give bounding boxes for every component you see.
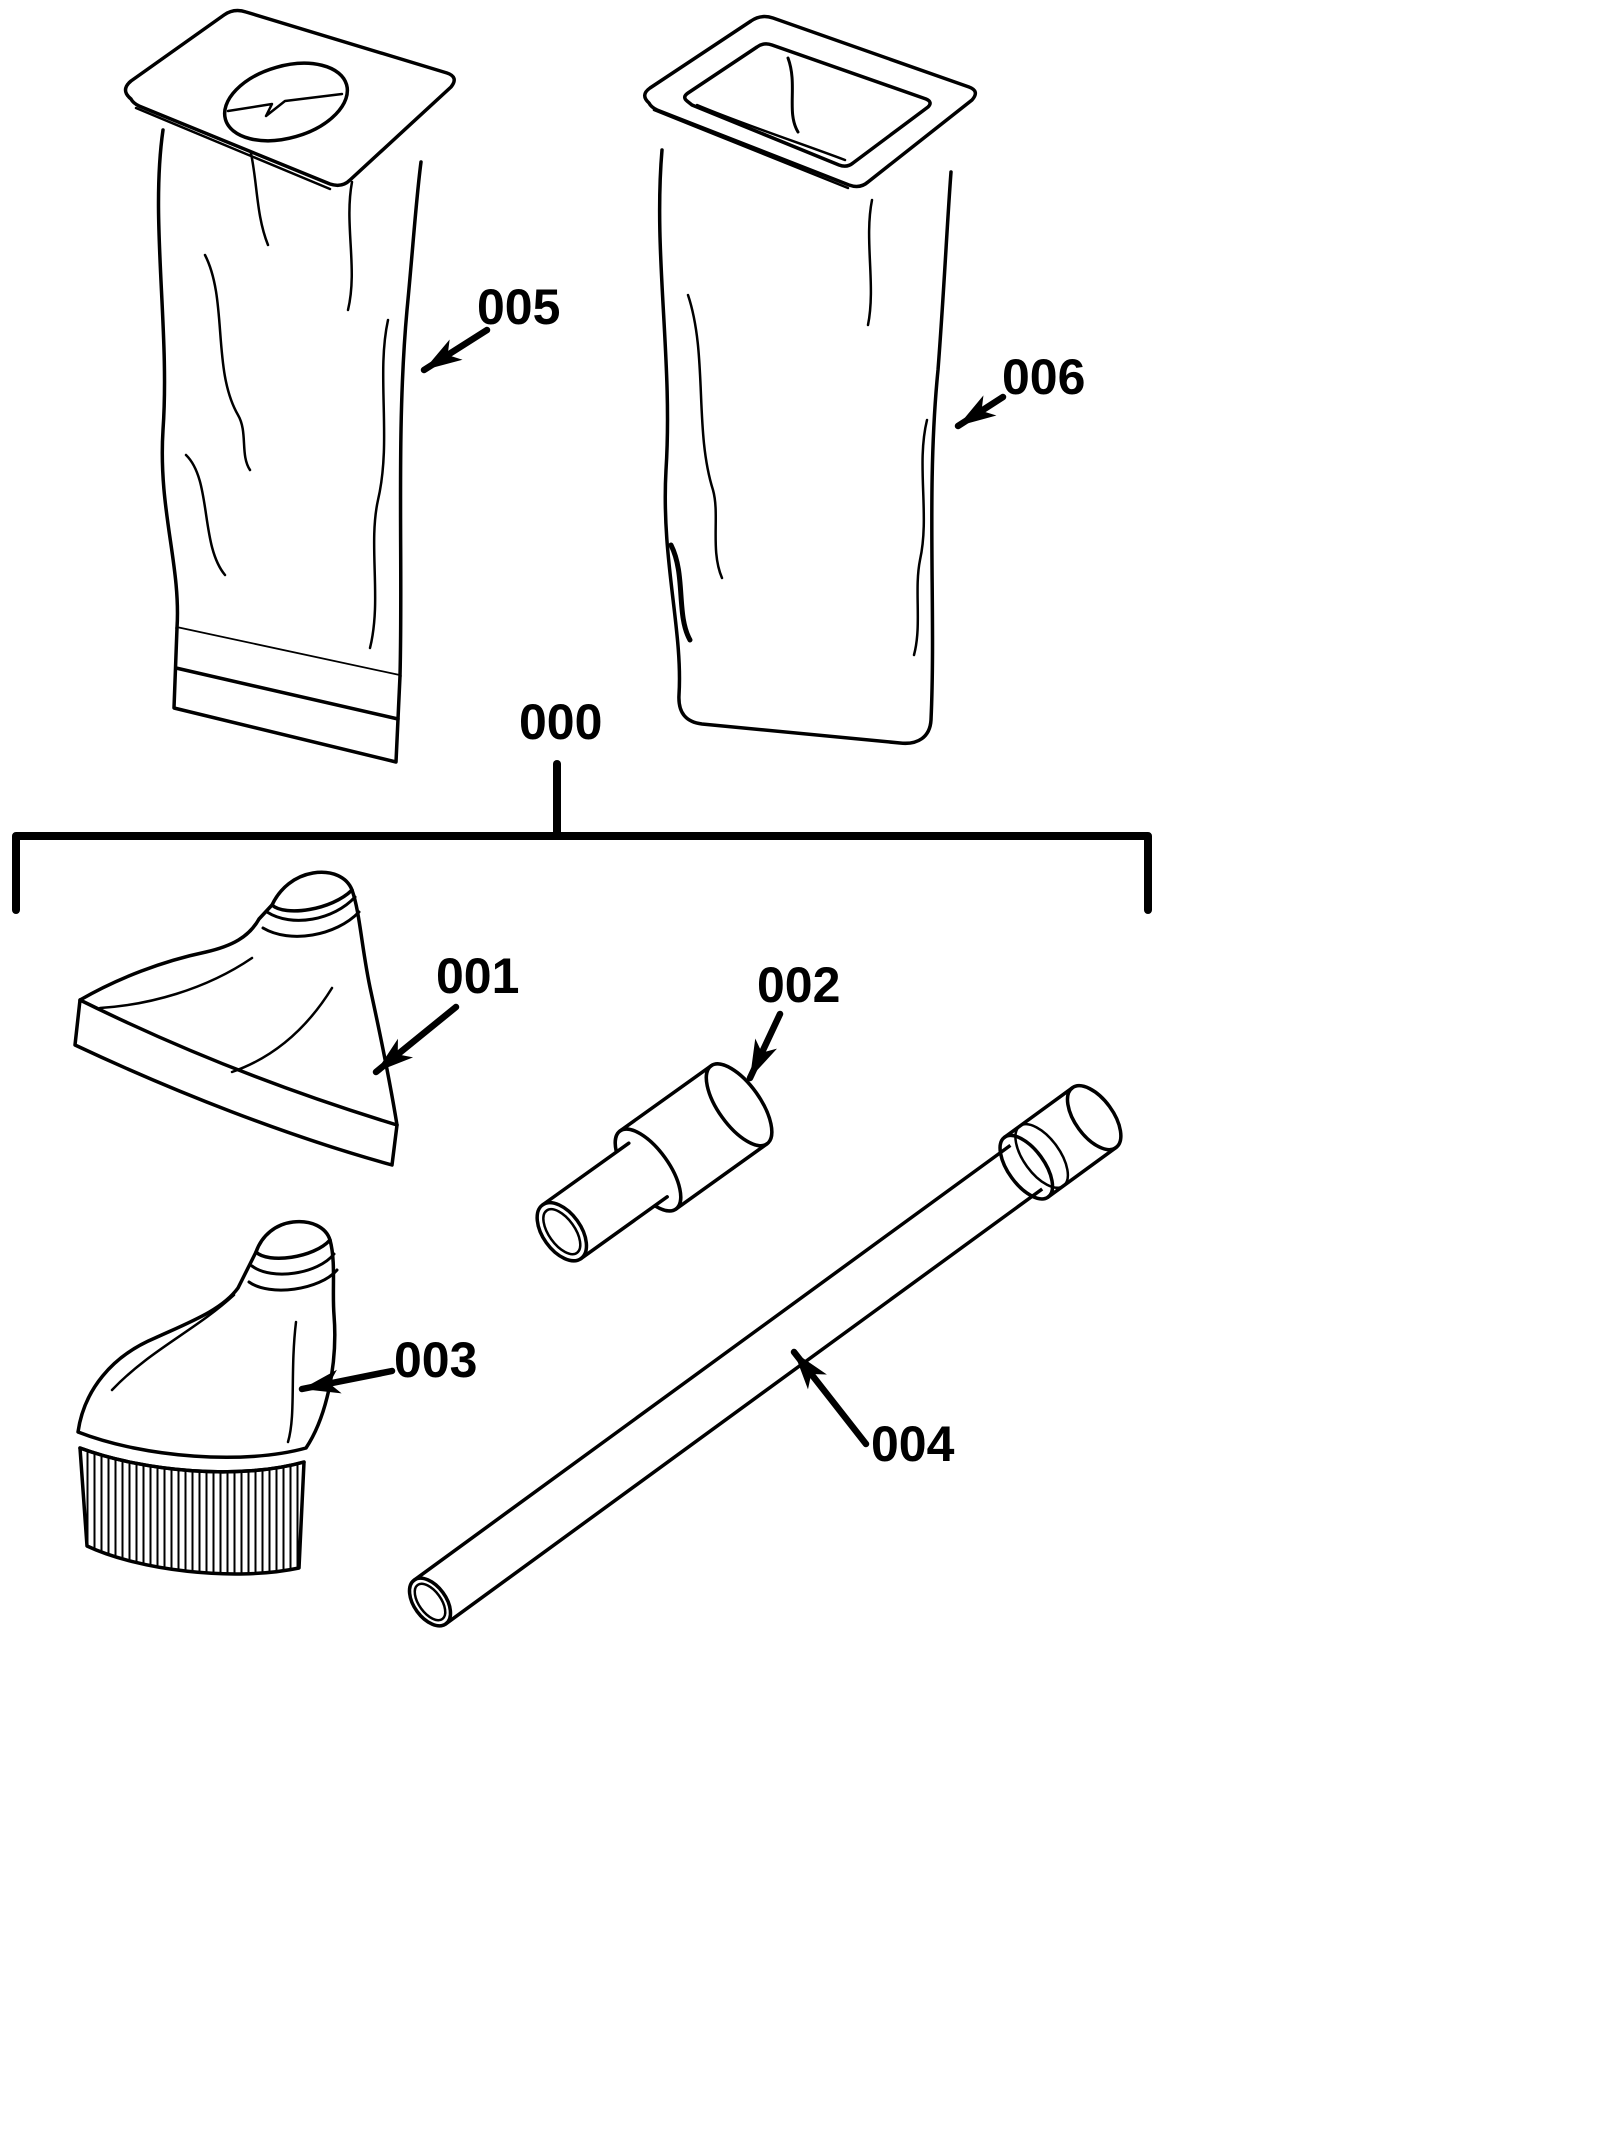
adapter-small-end-inner xyxy=(542,1208,582,1256)
bag-body xyxy=(156,128,423,678)
callout-label-004: 004 xyxy=(871,1416,955,1472)
adapter-small-fill xyxy=(542,1143,668,1259)
adapter-small-end-outer xyxy=(535,1200,589,1263)
arrow-006 xyxy=(954,393,1007,430)
callout-label-006: 006 xyxy=(1002,349,1086,405)
tube-open-end-inner xyxy=(413,1582,447,1622)
bag-top-plate-thickness xyxy=(134,106,332,191)
adapter-small-side-lines xyxy=(540,1141,669,1261)
filter-bag-collar-thickness xyxy=(652,108,850,190)
nozzle-neck-ribs xyxy=(261,895,361,938)
bag-inlet-hole xyxy=(222,61,350,143)
part-001-upholstery-nozzle xyxy=(73,870,399,1167)
filter-bag-body xyxy=(657,148,953,746)
bag-crease-lines xyxy=(184,120,390,650)
tube-open-end-outer xyxy=(407,1576,453,1628)
part-002-adapter xyxy=(535,1062,774,1263)
brush-neck-opening-rim xyxy=(254,1238,332,1260)
brush-head-outline xyxy=(76,1219,337,1460)
tube-side-lines xyxy=(412,1143,1044,1626)
filter-bag-opening xyxy=(683,42,932,168)
tube-collar-end xyxy=(1065,1084,1123,1152)
filter-bag-crease-lines xyxy=(668,198,929,657)
nozzle-outline xyxy=(73,870,399,1167)
callout-label-001: 001 xyxy=(436,948,520,1004)
brush-bristles xyxy=(78,1446,306,1576)
brush-neck-ribs xyxy=(247,1252,339,1292)
bag-inlet-slit xyxy=(226,92,344,118)
part-006-filter-bag xyxy=(643,14,978,746)
nozzle-neck-opening-rim xyxy=(270,888,354,913)
bag-top-plate xyxy=(123,8,456,188)
brush-rim-line xyxy=(78,1446,306,1474)
bag-bottom-fold-line xyxy=(174,666,400,721)
adapter-large-fill xyxy=(620,1065,768,1210)
callout-label-000: 000 xyxy=(519,694,603,750)
group-bracket-000 xyxy=(12,760,1152,914)
arrow-003 xyxy=(298,1367,396,1394)
arrow-004 xyxy=(790,1348,870,1448)
arrow-001 xyxy=(372,1003,460,1076)
filter-bag-opening-inner-edge xyxy=(695,103,847,162)
callout-arrows xyxy=(298,326,1007,1448)
arrow-002 xyxy=(746,1010,784,1082)
part-003-dusting-brush xyxy=(76,1219,339,1576)
bracket-span xyxy=(12,832,1152,914)
tube-body-fill xyxy=(414,1145,1043,1624)
filter-bag-opening-wrinkle xyxy=(786,56,800,134)
tube-collar-fill xyxy=(1004,1087,1116,1198)
part-004-extension-tube xyxy=(407,1084,1123,1628)
tube-collar-rib xyxy=(1014,1123,1070,1189)
part-005-dust-bag xyxy=(123,8,456,764)
callout-label-005: 005 xyxy=(477,279,561,335)
brush-surface-creases xyxy=(110,1293,298,1444)
callout-label-003: 003 xyxy=(394,1332,478,1388)
tube-collar-shoulder xyxy=(998,1133,1055,1201)
nozzle-surface-creases xyxy=(98,956,334,1074)
arrow-005 xyxy=(420,326,491,374)
adapter-large-side-lines xyxy=(618,1064,769,1211)
callout-label-002: 002 xyxy=(757,957,841,1013)
